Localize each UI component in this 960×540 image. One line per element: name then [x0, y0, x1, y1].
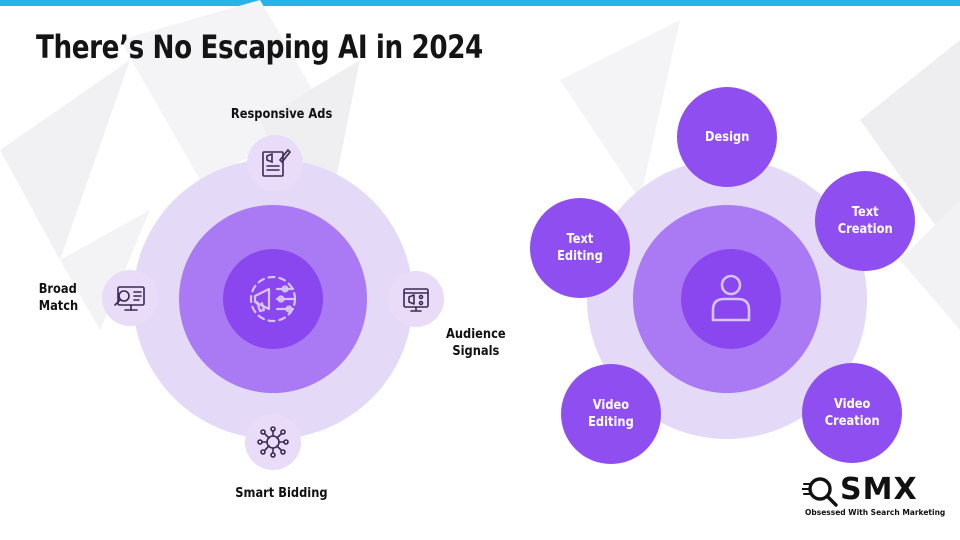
- smx-tagline: Obsessed With Search Marketing: [805, 508, 946, 517]
- left-center-circle: [223, 249, 323, 349]
- design-label: Design: [704, 129, 750, 145]
- responsive-ads-node: [247, 135, 303, 191]
- audience-signals-label: Audience Signals: [446, 327, 506, 359]
- design-node: Design: [677, 87, 777, 187]
- ad-document-icon: [262, 148, 292, 177]
- text-creation-label: Text Creation: [837, 205, 893, 237]
- broad-match-node: [102, 270, 158, 326]
- smx-logo: SMX Obsessed With Search Marketing: [800, 472, 946, 522]
- megaphone-settings-icon: [243, 269, 303, 329]
- page-title: There’s No Escaping AI in 2024: [36, 28, 483, 66]
- text-creation-node: Text Creation: [815, 171, 915, 271]
- user-icon: [703, 270, 759, 326]
- magnifier-logo-icon: [802, 477, 838, 507]
- smx-logo-text: SMX: [840, 472, 918, 507]
- video-editing-label: Video Editing: [588, 398, 634, 430]
- text-editing-node: Text Editing: [530, 198, 630, 298]
- video-creation-label: Video Creation: [824, 397, 880, 429]
- search-monitor-icon: [114, 286, 145, 311]
- video-editing-node: Video Editing: [561, 364, 661, 464]
- audience-signals-node: [388, 271, 444, 327]
- top-accent-bar: [0, 0, 960, 6]
- network-hub-icon: [257, 426, 289, 458]
- smart-bidding-label: Smart Bidding: [235, 486, 328, 501]
- audience-video-icon: [403, 288, 429, 312]
- smart-bidding-node: [245, 414, 301, 470]
- broad-match-label: Broad Match: [38, 282, 79, 314]
- video-creation-node: Video Creation: [802, 363, 902, 463]
- text-editing-label: Text Editing: [557, 232, 603, 264]
- responsive-ads-label: Responsive Ads: [230, 107, 333, 122]
